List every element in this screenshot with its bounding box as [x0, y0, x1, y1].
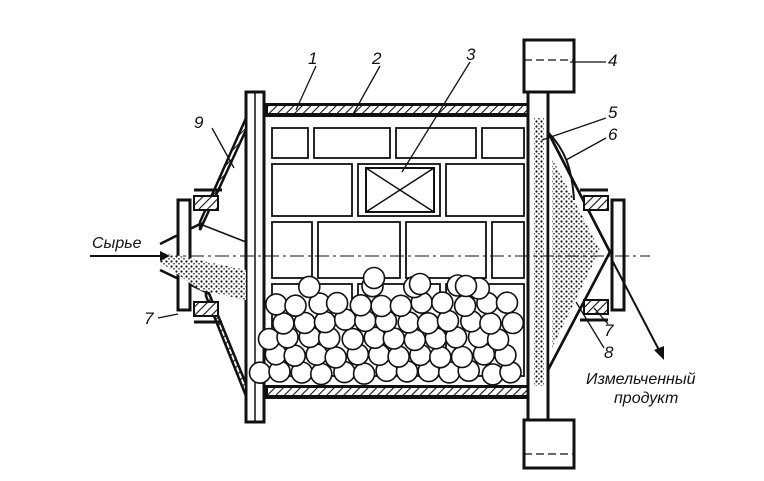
- right-trunnion: [580, 188, 626, 322]
- discharge-cone: [546, 131, 612, 371]
- grinding-balls: [248, 266, 525, 386]
- label-1: 1: [308, 49, 317, 68]
- label-5: 5: [608, 103, 618, 122]
- feed-label: Сырье: [92, 235, 142, 252]
- grinding-ball: [370, 294, 393, 318]
- label-3: 3: [466, 45, 476, 64]
- grinding-ball: [428, 345, 452, 369]
- grinding-ball: [408, 272, 432, 296]
- product-arrow: [611, 259, 664, 360]
- label-4: 4: [608, 51, 617, 70]
- grinding-ball: [248, 361, 272, 385]
- product-label-line2: продукт: [614, 390, 678, 407]
- grinding-ball: [495, 291, 519, 315]
- lining-plates: [271, 127, 525, 377]
- label-9: 9: [194, 113, 204, 132]
- label-8: 8: [604, 343, 614, 362]
- grinding-ball: [501, 311, 525, 335]
- grinding-ball: [352, 362, 376, 385]
- right-end-flange: [526, 88, 550, 427]
- grinding-ball: [324, 346, 348, 369]
- feed-arrow: [90, 251, 170, 261]
- grinding-ball: [450, 345, 474, 369]
- grinding-ball: [479, 312, 502, 335]
- drum-shell: [262, 103, 534, 399]
- grinding-ball: [272, 312, 295, 335]
- label-7-right: 7: [604, 321, 614, 340]
- grinding-ball: [297, 275, 321, 299]
- grinding-ball: [416, 311, 440, 335]
- grinding-ball: [430, 291, 454, 314]
- label-7-left: 7: [144, 309, 154, 328]
- grinding-ball: [349, 293, 373, 317]
- left-trunnion: [176, 188, 222, 324]
- grinding-ball: [313, 310, 337, 334]
- grinding-ball: [389, 294, 413, 318]
- label-2: 2: [371, 49, 382, 68]
- grinding-ball: [453, 294, 477, 318]
- grinding-ball: [325, 291, 349, 315]
- product-label-line1: Измельченный: [586, 371, 696, 388]
- grinding-ball: [362, 266, 386, 290]
- grinding-ball: [454, 274, 478, 298]
- gear-rim: [522, 38, 576, 470]
- lining-block-3: [365, 167, 435, 213]
- labels: 1 2 3 4 5 6 9 7 7 8 Сырье Измельченный п…: [92, 45, 696, 407]
- grinding-ball: [284, 294, 307, 318]
- feed-material: [160, 252, 246, 300]
- grinding-ball: [341, 327, 365, 351]
- grinding-ball: [264, 293, 288, 316]
- label-6: 6: [608, 125, 618, 144]
- leader-lines: [157, 61, 609, 349]
- grinding-ball: [309, 362, 333, 386]
